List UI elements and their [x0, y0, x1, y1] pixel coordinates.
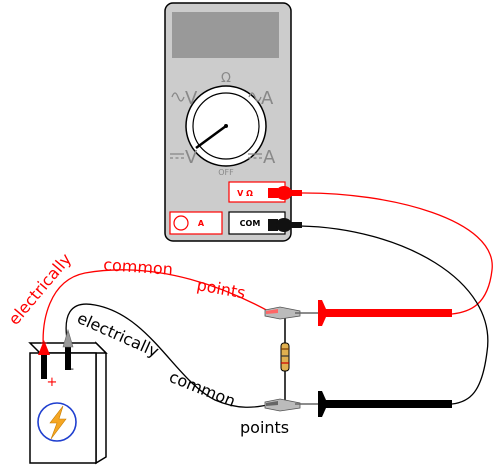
battery-plus-label: + [47, 375, 58, 390]
multimeter: Ω V A V A OFF V Ω A COM [164, 2, 302, 242]
red-annotation-electrically: electrically [5, 250, 76, 329]
red-annotation-points: points [195, 275, 247, 302]
resistor-icon[interactable] [280, 342, 290, 372]
black-annotation-common: common [167, 367, 239, 411]
battery-side [95, 341, 107, 465]
jack-com-label: COM [240, 219, 261, 228]
top-alligator-clip-icon[interactable] [264, 306, 301, 320]
red-meter-lead [299, 192, 493, 315]
battery: + - [28, 328, 108, 465]
dc-symbol-icon-left [170, 153, 184, 159]
ac-sine-icon-right [248, 92, 262, 102]
selector-pointer [195, 124, 227, 150]
dc-amp-label: A [263, 147, 276, 168]
black-test-probe-icon[interactable] [295, 391, 452, 417]
ac-volt-label: V [185, 88, 198, 109]
black-jumper-wire [65, 303, 273, 408]
amps-jack-hole[interactable] [173, 215, 189, 231]
lightning-icon [49, 405, 67, 440]
black-meter-lead [299, 225, 489, 405]
selector-pivot [224, 124, 228, 128]
battery-negative-clip[interactable] [62, 328, 74, 370]
dc-symbol-icon-right [248, 153, 262, 159]
dc-volt-label: V [185, 147, 198, 168]
battery-minus-label: - [70, 362, 74, 375]
jack-amps-label: A [198, 219, 205, 228]
battery-positive-clip[interactable] [38, 340, 50, 379]
ac-amp-label: A [261, 88, 274, 109]
ohm-label: Ω [221, 71, 231, 86]
red-test-probe-icon[interactable] [295, 300, 452, 326]
ac-sine-icon-left [171, 92, 185, 102]
black-annotation-points: points [240, 418, 289, 437]
red-annotation-common: common [103, 255, 174, 279]
bottom-alligator-clip-icon[interactable] [264, 398, 301, 412]
red-banana-plug[interactable] [268, 186, 302, 200]
red-jumper-wire [42, 269, 271, 356]
resistor-assembly [280, 313, 290, 400]
meter-display [172, 12, 279, 58]
jack-vohm-label: V Ω [237, 189, 253, 198]
off-label: OFF [218, 168, 234, 177]
black-banana-plug[interactable] [268, 218, 302, 232]
